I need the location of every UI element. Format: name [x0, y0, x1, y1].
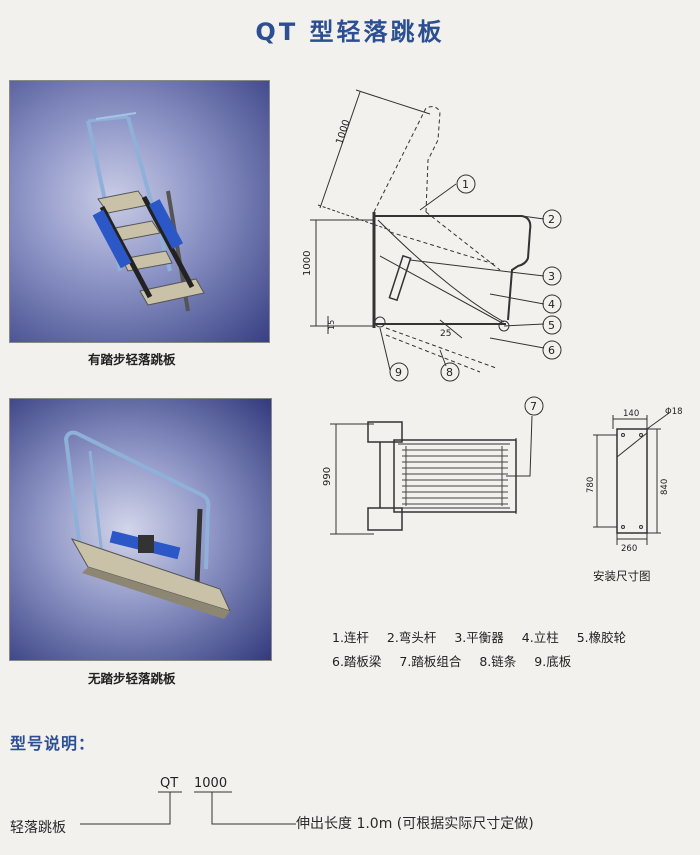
- gangway-without-steps-illustration: [63, 430, 231, 619]
- caption-with-steps: 有踏步轻落跳板: [88, 352, 176, 367]
- callout-9: 9: [395, 366, 402, 379]
- dim-height: 1000: [302, 251, 313, 276]
- legend-item: 3.平衡器: [454, 630, 504, 645]
- callout-3: 3: [548, 270, 555, 283]
- install-caption: 安装尺寸图: [593, 569, 651, 583]
- callout-5: 5: [548, 319, 555, 332]
- callout-8: 8: [446, 366, 453, 379]
- photo-without-steps: [9, 398, 272, 661]
- model-name-label: 轻落跳板: [10, 820, 66, 836]
- photo-with-steps: [9, 80, 270, 343]
- caption-without-steps: 无踏步轻落跳板: [88, 671, 176, 686]
- dim-260: 260: [621, 544, 637, 554]
- dim-15: 15: [327, 320, 336, 330]
- callout-1: 1: [462, 178, 469, 191]
- install-dimension-drawing: 140 Φ18 780 840 260: [586, 407, 683, 554]
- model-leader-lines: [80, 791, 296, 825]
- callout-2: 2: [548, 213, 555, 226]
- callout-4: 4: [548, 298, 555, 311]
- top-view-drawing: 7 990: [322, 396, 544, 535]
- dim-140: 140: [623, 409, 639, 419]
- dim-840: 840: [660, 479, 670, 495]
- dim-phi18: Φ18: [665, 407, 683, 417]
- model-length-description: 伸出长度 1.0m (可根据实际尺寸定做): [296, 816, 534, 832]
- legend-item: 8.链条: [479, 654, 517, 669]
- legend-item: 4.立柱: [521, 630, 559, 645]
- dim-780: 780: [586, 477, 596, 493]
- legend-row-1: 1.连杆 2.弯头杆 3.平衡器 4.立柱 5.橡胶轮: [332, 627, 640, 646]
- legend-item: 9.底板: [534, 654, 572, 669]
- dim-width: 990: [322, 467, 333, 486]
- callout-7: 7: [530, 400, 537, 413]
- legend-item: 6.踏板梁: [332, 654, 382, 669]
- callout-6: 6: [548, 344, 555, 357]
- legend-item: 7.踏板组合: [399, 654, 462, 669]
- dim-25: 25: [440, 329, 451, 339]
- side-view-drawing: 1000 1000 15 25 1 2 3 4 5 6 8 9: [302, 89, 562, 382]
- legend-row-2: 6.踏板梁 7.踏板组合 8.链条 9.底板: [332, 651, 585, 670]
- legend-item: 1.连杆: [332, 630, 369, 645]
- gangway-with-steps-illustration: [86, 112, 205, 312]
- model-code-length: 1000: [194, 776, 228, 791]
- model-code-prefix: QT: [160, 776, 179, 791]
- model-heading: 型号说明：: [10, 734, 96, 753]
- tread-slats: [402, 446, 508, 506]
- legend-item: 5.橡胶轮: [576, 630, 627, 645]
- page-title: QT 型轻落跳板: [255, 18, 445, 46]
- legend-item: 2.弯头杆: [386, 630, 437, 645]
- dim-length: 1000: [334, 118, 352, 146]
